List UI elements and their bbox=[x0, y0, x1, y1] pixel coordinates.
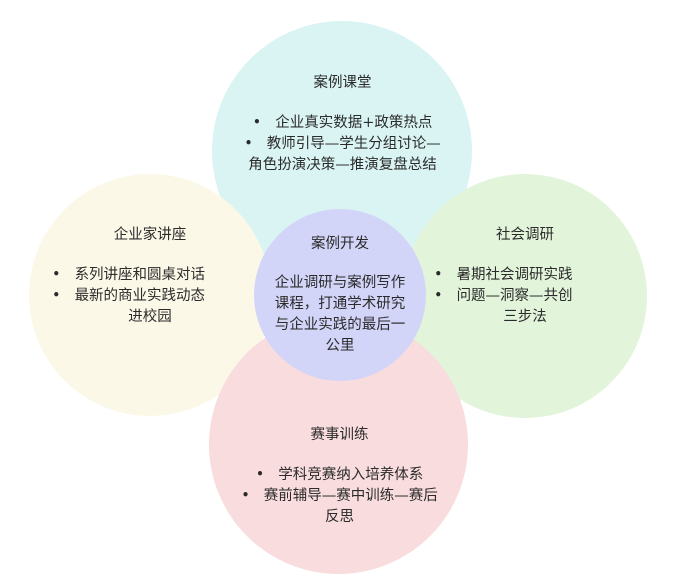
case-development-title: 案例开发 bbox=[311, 236, 369, 252]
list-item-text: 学科竞赛纳入培养体系 bbox=[278, 467, 424, 483]
list-item-text: 教师引导—学生分组讨论— bbox=[266, 136, 441, 152]
list-item-text: 企业真实数据+政策热点 bbox=[275, 115, 433, 131]
case-development-line: 与企业实践的最后一 bbox=[274, 317, 406, 333]
case-development-circle bbox=[254, 209, 426, 381]
case-development-line: 公里 bbox=[325, 338, 355, 354]
social-research-text: 社会调研 • 暑期社会调研实践 • 问题—洞察—共创 三步法 bbox=[420, 225, 630, 328]
social-research-title: 社会调研 bbox=[496, 227, 554, 243]
bullet-icon: • bbox=[434, 267, 443, 283]
competition-training-title: 赛事训练 bbox=[310, 427, 369, 443]
bullet-icon: • bbox=[244, 136, 253, 152]
list-item: • 教师引导—学生分组讨论— bbox=[225, 134, 460, 155]
list-item-continuation: 角色扮演决策—推演复盘总结 bbox=[248, 157, 437, 173]
social-research-list: • 暑期社会调研实践 • 问题—洞察—共创 bbox=[420, 265, 630, 307]
case-classroom-list: •企业真实数据+政策热点 •教师引导—学生分组讨论— bbox=[225, 113, 460, 155]
competition-training-text: 赛事训练 • 学科竞赛纳入培养体系 • 赛前辅导—赛中训练—赛后 反思 bbox=[222, 425, 457, 528]
bullet-icon: • bbox=[52, 267, 61, 283]
bullet-icon: • bbox=[255, 467, 265, 483]
entrepreneur-lecture-list: • 系列讲座和圆桌对话 • 最新的商业实践动态 bbox=[40, 265, 260, 307]
list-item: • 企业真实数据+政策热点 bbox=[225, 113, 460, 134]
list-item-continuation: 三步法 bbox=[503, 309, 547, 325]
case-development-line: 企业调研与案例写作 bbox=[274, 275, 406, 291]
list-item: • 学科竞赛纳入培养体系 bbox=[222, 465, 457, 486]
entrepreneur-lecture-title: 企业家讲座 bbox=[113, 227, 187, 243]
list-item: • 暑期社会调研实践 bbox=[434, 265, 630, 286]
list-item-text: 赛前辅导—赛中训练—赛后 bbox=[263, 488, 438, 504]
list-item: • 最新的商业实践动态 bbox=[52, 286, 260, 307]
list-item-continuation: 反思 bbox=[325, 509, 354, 525]
bullet-icon: • bbox=[434, 288, 443, 304]
bullet-icon: • bbox=[252, 115, 262, 131]
list-item-text: 问题—洞察—共创 bbox=[456, 288, 573, 304]
case-classroom-text: 案例课堂 •企业真实数据+政策热点 •教师引导—学生分组讨论— 角色扮演决策—推… bbox=[225, 73, 460, 176]
list-item-text: 最新的商业实践动态 bbox=[74, 288, 206, 304]
bullet-icon: • bbox=[241, 488, 250, 504]
list-item: • 问题—洞察—共创 bbox=[434, 286, 630, 307]
case-development-text: 案例开发 企业调研与案例写作 课程，打通学术研究 与企业实践的最后一 公里 bbox=[262, 234, 418, 357]
list-item: • 赛前辅导—赛中训练—赛后 bbox=[222, 486, 457, 507]
entrepreneur-lecture-text: 企业家讲座 • 系列讲座和圆桌对话 • 最新的商业实践动态 进校园 bbox=[40, 225, 260, 328]
list-item-text: 暑期社会调研实践 bbox=[456, 267, 573, 283]
competition-training-list: • 学科竞赛纳入培养体系 • 赛前辅导—赛中训练—赛后 bbox=[222, 465, 457, 507]
case-development-line: 课程，打通学术研究 bbox=[274, 296, 406, 312]
list-item: • 系列讲座和圆桌对话 bbox=[52, 265, 260, 286]
case-classroom-title: 案例课堂 bbox=[313, 75, 372, 91]
list-item-text: 系列讲座和圆桌对话 bbox=[74, 267, 206, 283]
list-item-continuation: 进校园 bbox=[128, 309, 172, 325]
bullet-icon: • bbox=[52, 288, 61, 304]
